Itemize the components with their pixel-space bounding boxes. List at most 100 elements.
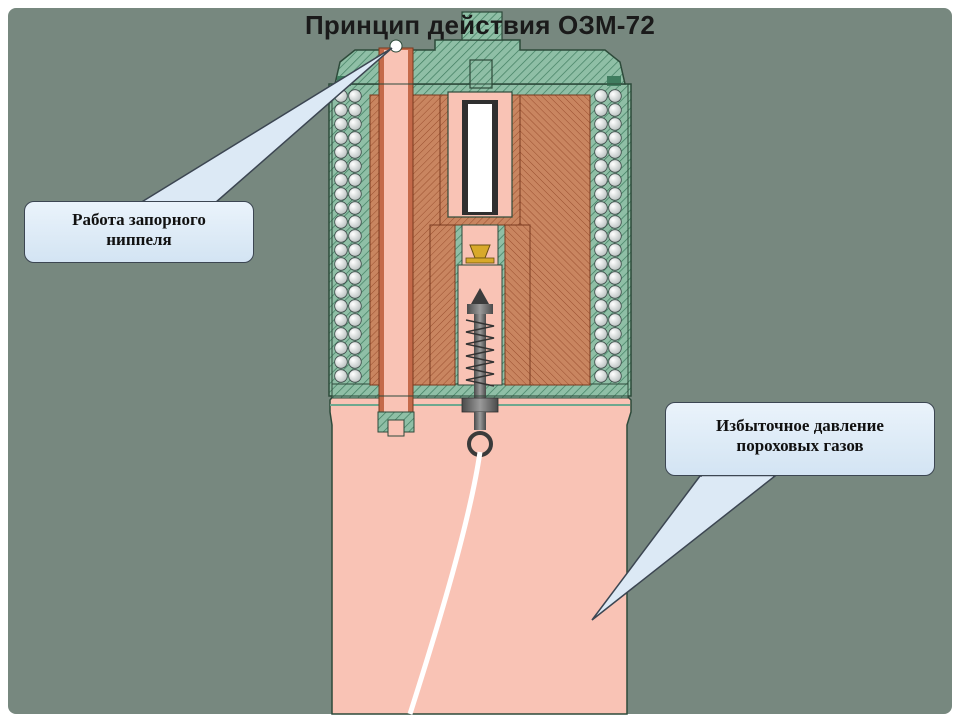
- steel-ball: [608, 159, 622, 173]
- steel-ball: [608, 257, 622, 271]
- pointer-nipple: [137, 47, 393, 204]
- steel-ball: [594, 187, 608, 201]
- callout-line-1: Работа запорного: [72, 210, 206, 229]
- steel-ball: [594, 257, 608, 271]
- steel-ball: [594, 117, 608, 131]
- steel-ball: [334, 285, 348, 299]
- steel-ball: [334, 341, 348, 355]
- steel-ball: [334, 313, 348, 327]
- detonator-cap: [465, 244, 495, 264]
- steel-ball: [594, 341, 608, 355]
- steel-ball: [608, 201, 622, 215]
- steel-ball: [594, 271, 608, 285]
- steel-ball: [348, 313, 362, 327]
- steel-ball: [334, 145, 348, 159]
- steel-ball: [594, 369, 608, 383]
- locking-nipple-tube: [377, 39, 415, 437]
- striker-mechanism: [461, 288, 499, 457]
- steel-ball: [348, 89, 362, 103]
- steel-ball: [334, 355, 348, 369]
- steel-ball: [334, 369, 348, 383]
- steel-ball: [348, 355, 362, 369]
- diagram-frame: [331, 83, 629, 397]
- steel-ball: [594, 299, 608, 313]
- steel-ball: [594, 145, 608, 159]
- steel-ball: [334, 159, 348, 173]
- steel-ball: [608, 327, 622, 341]
- callout-line-2: пороховых газов: [736, 436, 864, 455]
- steel-ball: [594, 103, 608, 117]
- steel-ball: [348, 341, 362, 355]
- steel-ball: [608, 187, 622, 201]
- steel-ball: [608, 313, 622, 327]
- steel-ball: [334, 173, 348, 187]
- steel-ball: [348, 159, 362, 173]
- steel-ball: [594, 243, 608, 257]
- steel-ball: [594, 229, 608, 243]
- steel-ball: [348, 299, 362, 313]
- steel-ball: [334, 117, 348, 131]
- steel-ball: [348, 271, 362, 285]
- steel-ball: [608, 369, 622, 383]
- steel-ball: [608, 243, 622, 257]
- callout-locking-nipple: Работа запорного ниппеля: [24, 201, 254, 263]
- steel-ball: [334, 187, 348, 201]
- steel-ball: [608, 103, 622, 117]
- steel-ball: [608, 285, 622, 299]
- callout-line-2: ниппеля: [106, 230, 172, 249]
- steel-ball: [348, 243, 362, 257]
- callout-gas-pressure: Избыточное давление пороховых газов: [665, 402, 935, 476]
- shrapnel-balls-right: [594, 89, 622, 383]
- steel-ball: [608, 271, 622, 285]
- steel-ball: [608, 89, 622, 103]
- steel-ball: [348, 369, 362, 383]
- steel-ball: [594, 173, 608, 187]
- steel-ball: [608, 341, 622, 355]
- steel-ball: [608, 355, 622, 369]
- steel-ball: [334, 271, 348, 285]
- pointer-pressure: [591, 475, 778, 621]
- steel-ball: [594, 131, 608, 145]
- shrapnel-balls-left: [334, 89, 362, 383]
- steel-ball: [348, 229, 362, 243]
- steel-ball: [594, 89, 608, 103]
- callout-line-1: Избыточное давление: [716, 416, 884, 435]
- steel-ball: [334, 257, 348, 271]
- steel-ball: [594, 285, 608, 299]
- steel-ball: [348, 285, 362, 299]
- fuse-channel: [447, 91, 513, 386]
- steel-ball: [594, 201, 608, 215]
- steel-ball: [334, 327, 348, 341]
- steel-ball: [594, 215, 608, 229]
- slide-title: Принцип действия ОЗМ-72: [304, 10, 655, 40]
- steel-ball: [608, 173, 622, 187]
- steel-ball: [348, 187, 362, 201]
- steel-ball: [348, 131, 362, 145]
- steel-ball: [334, 131, 348, 145]
- steel-ball: [348, 215, 362, 229]
- steel-ball: [348, 327, 362, 341]
- steel-ball: [608, 145, 622, 159]
- steel-ball: [608, 229, 622, 243]
- steel-ball: [608, 117, 622, 131]
- steel-ball: [334, 229, 348, 243]
- steel-ball: [348, 257, 362, 271]
- steel-ball: [334, 299, 348, 313]
- steel-ball: [608, 215, 622, 229]
- steel-ball: [608, 299, 622, 313]
- steel-ball: [594, 159, 608, 173]
- steel-ball: [334, 103, 348, 117]
- steel-ball: [334, 215, 348, 229]
- steel-ball: [348, 173, 362, 187]
- steel-ball: [594, 355, 608, 369]
- steel-ball: [608, 131, 622, 145]
- steel-ball: [594, 313, 608, 327]
- steel-ball: [594, 327, 608, 341]
- steel-ball: [334, 201, 348, 215]
- steel-ball: [348, 201, 362, 215]
- steel-ball: [334, 243, 348, 257]
- steel-ball: [348, 117, 362, 131]
- pull-wire: [407, 451, 483, 715]
